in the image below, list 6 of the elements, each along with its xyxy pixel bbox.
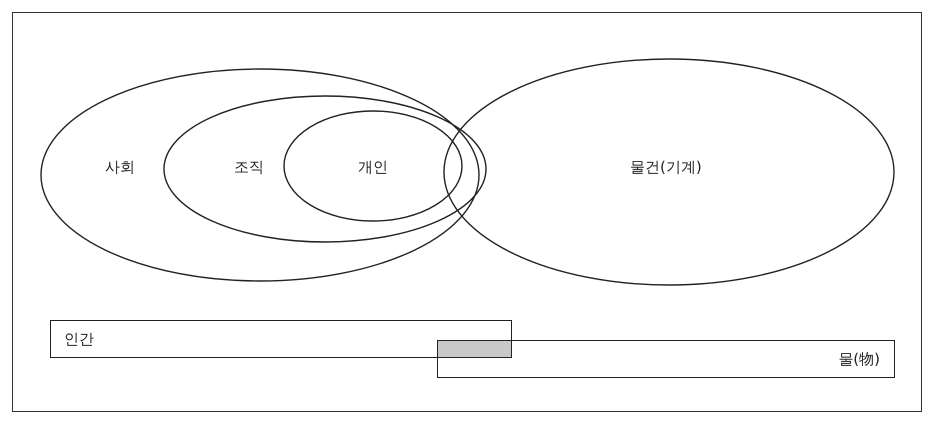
bar-label: 인간	[64, 330, 94, 348]
set-label: 개인	[358, 158, 388, 176]
bar-label: 물(物)	[838, 350, 880, 368]
set-label: 물건(기계)	[630, 158, 702, 176]
set-label: 사회	[105, 158, 135, 176]
set-label: 조직	[234, 158, 264, 176]
